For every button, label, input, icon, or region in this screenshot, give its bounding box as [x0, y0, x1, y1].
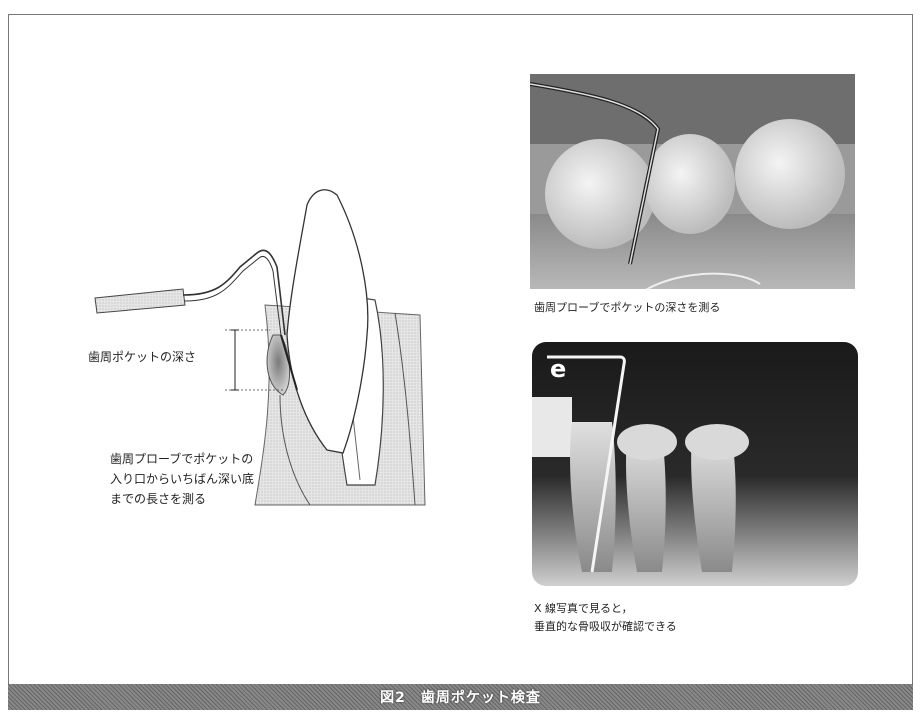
xray-marker: e	[550, 355, 566, 383]
figure-caption: 図2 歯周ポケット検査	[380, 687, 541, 707]
probe-photo-caption: 歯周プローブでポケットの深さを測る	[534, 298, 720, 317]
xray-caption-line-1: X 線写真で見ると，	[534, 599, 633, 618]
figure-caption-bar: 図2 歯周ポケット検査	[8, 684, 913, 710]
probe-note-line-3: までの長さを測る	[110, 490, 206, 509]
pocket-depth-label: 歯周ポケットの深さ	[88, 348, 196, 367]
xray-caption-line-2: 垂直的な骨吸収が確認できる	[534, 617, 677, 636]
probe-note-line-1: 歯周プローブでポケットの	[110, 450, 253, 469]
xray-image: e	[532, 342, 858, 586]
probe-note-line-2: 入り口からいちばん深い底	[110, 470, 254, 489]
probe-clinical-photo	[530, 74, 855, 289]
